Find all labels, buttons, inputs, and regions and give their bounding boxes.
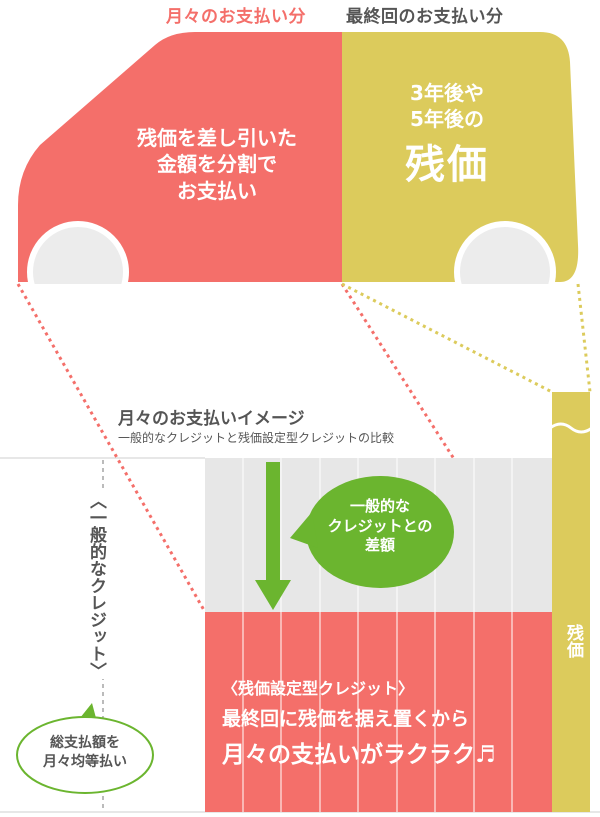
car-right-line-2: 5年後の — [410, 107, 484, 132]
car-left-line-3: お支払い — [177, 178, 257, 203]
difference-bubble-text: 一般的な クレジットとの 差額 — [306, 497, 454, 556]
residual-value-bar — [552, 392, 590, 812]
difference-bubble-line-1: 一般的な — [349, 497, 410, 515]
difference-bubble-line-2: クレジットとの — [327, 516, 433, 535]
bar-break-wave — [549, 422, 593, 434]
residual-credit-heading: 〈残価設定型クレジット〉 — [222, 679, 415, 698]
difference-bubble-line-3: 差額 — [364, 536, 395, 554]
chart-title: 月々のお支払いイメージ — [118, 409, 305, 429]
car-right-text: 3年後や 5年後の 残価 — [372, 80, 522, 192]
car-right-line-1: 3年後や — [410, 81, 484, 105]
general-credit-label: 〈一般的なクレジット〉 — [84, 492, 109, 679]
equal-payment-callout-line-1: 総支払額を — [50, 735, 120, 751]
equal-payment-callout-line-2: 月々均等払い — [43, 753, 127, 770]
car-left-line-2: 金額を分割で — [157, 152, 277, 177]
car-right-big: 残価 — [405, 141, 489, 188]
chart-subtitle: 一般的なクレジットと残価設定型クレジットの比較 — [118, 431, 395, 445]
residual-credit-line-1: 最終回に残価を据え置くから — [222, 708, 470, 730]
projection-line-yellow-left — [341, 282, 553, 394]
residual-credit-line-2: 月々の支払いがラクラク♬ — [222, 742, 496, 768]
car-left-text: 残価を差し引いた 金額を分割で お支払い — [112, 125, 322, 204]
car-left-line-1: 残価を差し引いた — [137, 126, 297, 150]
projection-line-red-left — [16, 283, 207, 613]
equal-payment-callout: 総支払額を 月々均等払い — [25, 734, 145, 772]
residual-credit-block — [205, 612, 552, 812]
difference-arrow-head — [255, 580, 291, 610]
monthly-payment-label: 月々のお支払い分 — [166, 7, 306, 27]
difference-arrow-shaft — [266, 462, 280, 582]
final-payment-label: 最終回のお支払い分 — [346, 7, 504, 27]
car-body-final — [342, 32, 579, 282]
car-body-monthly — [18, 32, 342, 282]
residual-bar-label: 残価 — [563, 624, 583, 658]
difference-bubble — [290, 476, 454, 588]
equal-payment-callout-shape — [16, 703, 154, 794]
